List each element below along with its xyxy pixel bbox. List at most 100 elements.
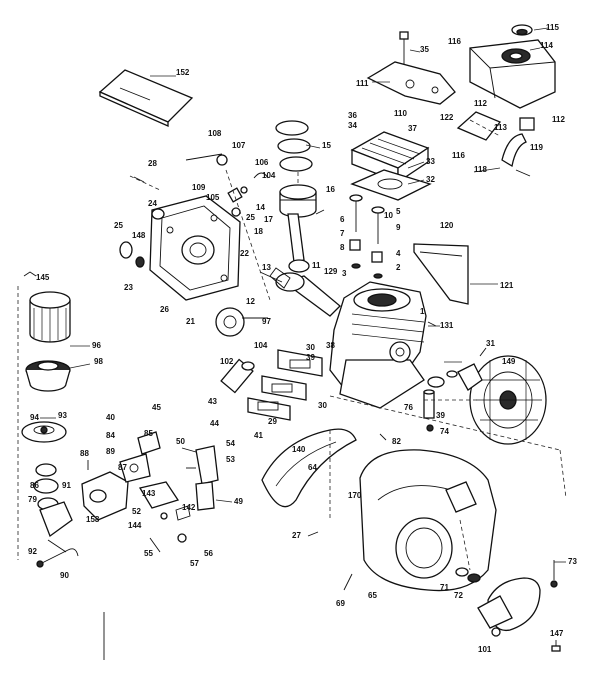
- callout-97: 97: [262, 317, 271, 326]
- callout-116b: 116: [452, 151, 465, 160]
- callout-21: 21: [186, 317, 195, 326]
- callout-53: 53: [226, 455, 235, 464]
- callout-15: 15: [322, 141, 331, 150]
- part-choke-rod: [36, 548, 79, 568]
- callout-98: 98: [94, 357, 103, 366]
- callout-94: 94: [30, 413, 39, 422]
- callout-36: 36: [348, 111, 357, 120]
- part-throttle: [119, 431, 161, 483]
- callout-121: 121: [500, 281, 514, 290]
- callout-3: 3: [342, 269, 347, 278]
- callout-17: 17: [264, 215, 273, 224]
- callout-12: 12: [246, 297, 255, 306]
- callout-149: 149: [502, 357, 516, 366]
- callout-14: 14: [256, 203, 265, 212]
- callout-44: 44: [210, 419, 219, 428]
- callout-29: 29: [268, 417, 277, 426]
- callout-104: 104: [262, 171, 276, 180]
- callout-111: 111: [356, 79, 369, 88]
- callout-24: 24: [148, 199, 157, 208]
- callout-labels: 152 115 114 35 116 111 122 112 113 112 1…: [28, 23, 577, 654]
- callout-23: 23: [124, 283, 133, 292]
- part-cam-gear: [215, 307, 268, 337]
- callout-55: 55: [144, 549, 153, 558]
- callout-118: 118: [474, 165, 487, 174]
- callout-22: 22: [240, 249, 249, 258]
- callout-33: 33: [426, 157, 435, 166]
- callout-144: 144: [128, 521, 142, 530]
- callout-143: 143: [142, 489, 156, 498]
- callout-64: 64: [308, 463, 317, 472]
- part-governor-lever: [138, 481, 191, 521]
- callout-5: 5: [396, 207, 401, 216]
- callout-54: 54: [226, 439, 235, 448]
- callout-145: 145: [36, 273, 50, 282]
- callout-91: 91: [62, 481, 71, 490]
- callout-41: 41: [254, 431, 263, 440]
- callout-73: 73: [568, 557, 577, 566]
- callout-92: 92: [28, 547, 37, 556]
- part-cylinder-block: [329, 281, 427, 409]
- callout-4: 4: [396, 249, 401, 258]
- part-piston: [279, 184, 317, 273]
- callout-158: 158: [86, 515, 100, 524]
- callout-34: 34: [348, 121, 357, 130]
- callout-107: 107: [232, 141, 246, 150]
- callout-39a: 39: [306, 353, 315, 362]
- callout-26: 26: [160, 305, 169, 314]
- callout-37: 37: [408, 124, 417, 133]
- callout-45: 45: [152, 403, 161, 412]
- callout-113: 113: [494, 123, 507, 132]
- part-ignition-coil: [423, 389, 435, 432]
- callout-9: 9: [396, 223, 401, 232]
- callout-25a: 25: [246, 213, 255, 222]
- part-air-cleaner-cover: [25, 360, 71, 392]
- parts-layer: [21, 24, 561, 660]
- callout-86: 86: [30, 481, 39, 490]
- callout-31: 31: [486, 339, 495, 348]
- callout-122: 122: [440, 113, 454, 122]
- callout-148: 148: [132, 231, 146, 240]
- callout-116a: 116: [448, 37, 461, 46]
- callout-74: 74: [440, 427, 449, 436]
- callout-69: 69: [336, 599, 345, 608]
- callout-49: 49: [234, 497, 243, 506]
- part-screws: [87, 176, 487, 591]
- callout-65: 65: [368, 591, 377, 600]
- callout-129: 129: [324, 267, 338, 276]
- callout-79: 79: [28, 495, 37, 504]
- part-manual-card: [98, 69, 194, 127]
- callout-39b: 39: [436, 411, 445, 420]
- callout-88: 88: [80, 449, 89, 458]
- callout-102: 102: [220, 357, 234, 366]
- callout-13: 13: [262, 263, 271, 272]
- callout-40: 40: [106, 413, 115, 422]
- callout-57: 57: [190, 559, 199, 568]
- part-cylinder-head: [350, 131, 432, 201]
- callout-142: 142: [182, 503, 196, 512]
- callout-30b: 30: [318, 401, 327, 410]
- callout-96: 96: [92, 341, 101, 350]
- callout-93: 93: [58, 411, 67, 420]
- part-carburetor: [39, 471, 129, 553]
- part-muffler-bracket: [366, 31, 456, 105]
- part-muffler: [469, 24, 556, 109]
- part-101: [491, 627, 501, 637]
- callout-106: 106: [255, 158, 269, 167]
- callout-71: 71: [440, 583, 449, 592]
- callout-140: 140: [292, 445, 306, 454]
- part-reed-plates: [247, 349, 323, 421]
- callout-120: 120: [440, 221, 454, 230]
- part-blower-housing: [359, 449, 497, 592]
- callout-10: 10: [384, 211, 393, 220]
- part-governor: [185, 153, 269, 217]
- callout-110: 110: [394, 109, 407, 118]
- part-air-cleaner-base: [21, 421, 67, 443]
- callout-152: 152: [176, 68, 190, 77]
- callout-170: 170: [348, 491, 362, 500]
- part-piston-rings: [275, 120, 313, 172]
- callout-38: 38: [326, 341, 335, 350]
- callout-87: 87: [118, 463, 127, 472]
- callout-84: 84: [106, 431, 115, 440]
